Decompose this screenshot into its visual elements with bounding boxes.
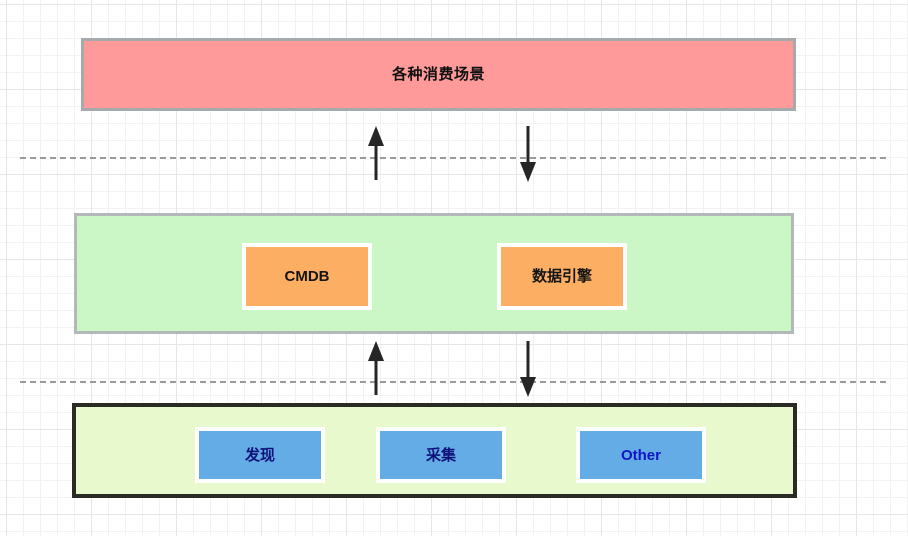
node-cmdb-label: CMDB	[284, 268, 330, 285]
arrow-up-icon-collection	[368, 341, 384, 395]
layer-consumption-label: 各种消费场景	[391, 66, 485, 83]
lower-dashed-divider	[20, 381, 886, 383]
layer-platform[interactable]	[74, 213, 794, 334]
node-other[interactable]: Other	[576, 427, 706, 483]
node-other-label: Other	[620, 446, 661, 464]
arrow-up-icon-consumption	[368, 126, 384, 180]
layer-consumption-scenarios[interactable]: 各种消费场景	[81, 38, 796, 111]
node-collect[interactable]: 采集	[376, 427, 506, 483]
node-data-engine[interactable]: 数据引擎	[497, 243, 627, 310]
upper-dashed-divider	[20, 157, 886, 159]
node-discover-label: 发现	[244, 446, 275, 464]
arrow-down-icon-collection	[520, 341, 536, 397]
node-data-engine-label: 数据引擎	[531, 268, 592, 285]
node-collect-label: 采集	[425, 446, 456, 464]
node-discover[interactable]: 发现	[195, 427, 325, 483]
arrow-down-icon-consumption	[520, 126, 536, 182]
node-cmdb[interactable]: CMDB	[242, 243, 372, 310]
